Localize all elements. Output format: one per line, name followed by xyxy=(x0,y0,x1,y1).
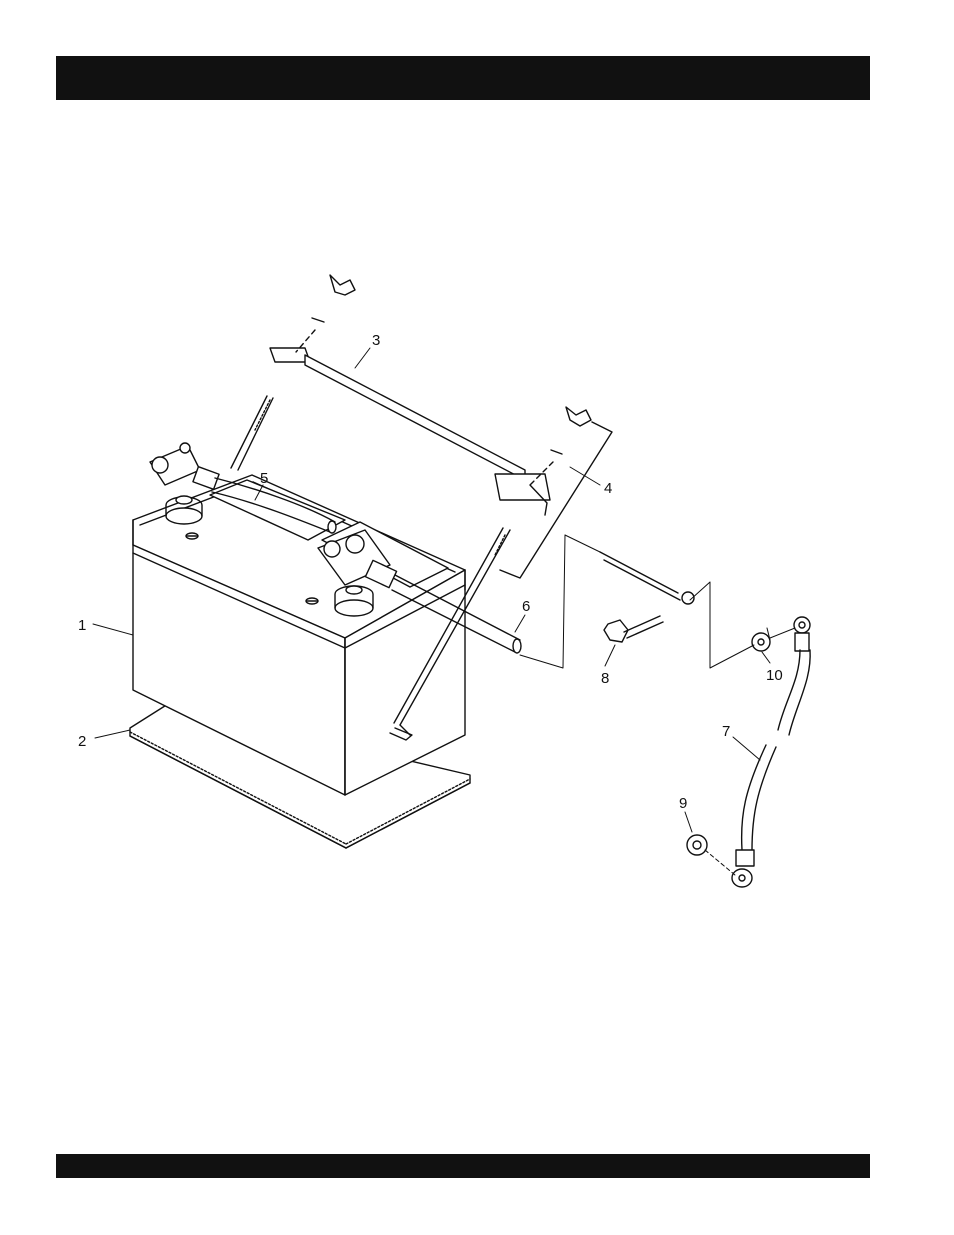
ground-cable-upper-rod xyxy=(600,552,694,604)
callout-8: 8 xyxy=(601,670,609,687)
washer-left xyxy=(312,318,324,322)
callout-2: 2 xyxy=(78,733,86,750)
lock-washer-9 xyxy=(687,835,707,855)
callout-10: 10 xyxy=(766,667,783,684)
lock-washer-10 xyxy=(752,633,770,651)
callout-1: 1 xyxy=(78,617,86,634)
callout-3: 3 xyxy=(372,332,380,349)
callout-4: 4 xyxy=(604,480,612,497)
hold-down-bar xyxy=(270,348,550,515)
washer-right xyxy=(551,450,562,454)
callout-5: 5 xyxy=(260,470,268,487)
callout-7: 7 xyxy=(722,723,730,740)
callout-9: 9 xyxy=(679,795,687,812)
wing-nut-left xyxy=(330,275,355,295)
j-bolt-left xyxy=(231,396,273,470)
wing-nut-right xyxy=(566,407,591,426)
callout-6: 6 xyxy=(522,598,530,615)
hex-bolt xyxy=(604,616,663,642)
ground-cable xyxy=(732,617,810,887)
